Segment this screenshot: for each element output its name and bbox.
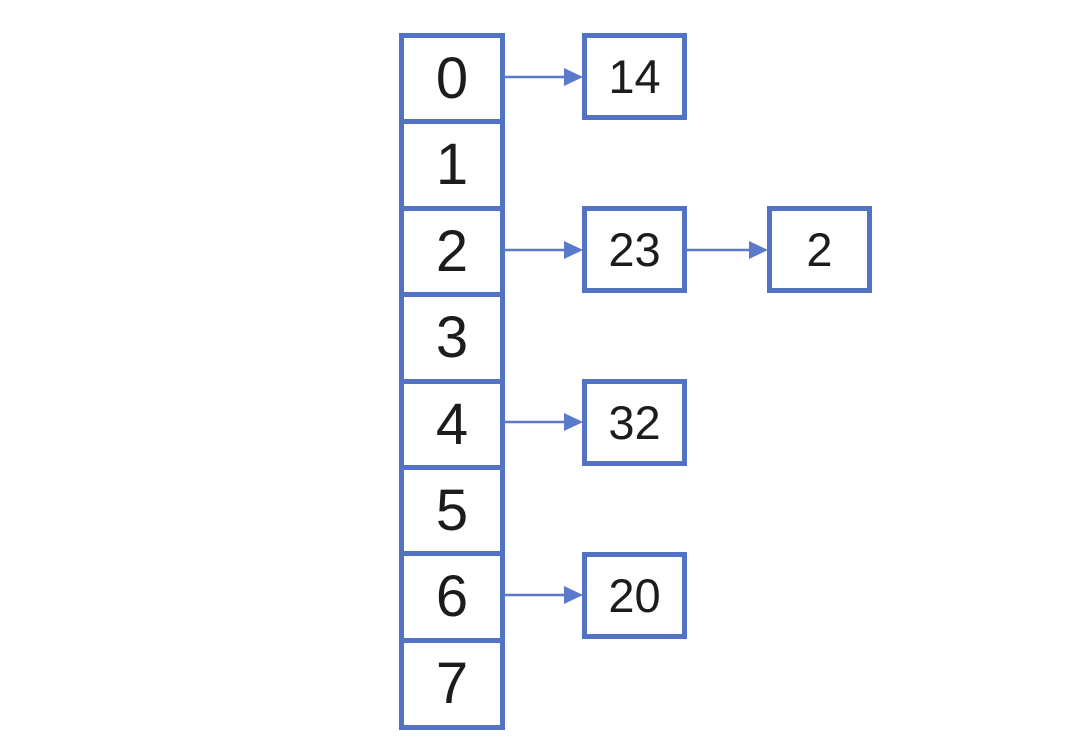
- node-value: 14: [608, 50, 661, 103]
- pointer-arrow: [504, 413, 583, 431]
- bucket-0-node-0: 14: [582, 33, 687, 120]
- array-cell-3: 3: [399, 292, 505, 384]
- array-cell-4: 4: [399, 379, 505, 471]
- array-cell-label: 1: [435, 132, 469, 197]
- bucket-4-node-0: 32: [582, 379, 687, 466]
- array-cell-5: 5: [399, 465, 505, 557]
- node-value: 2: [806, 223, 833, 276]
- array-cell-label: 7: [435, 651, 469, 716]
- node-value: 23: [608, 223, 661, 276]
- array-cell-1: 1: [399, 119, 505, 211]
- bucket-2-node-1: 2: [767, 206, 872, 293]
- node-value: 32: [608, 396, 661, 449]
- pointer-arrow: [504, 68, 583, 86]
- array-cell-label: 0: [435, 46, 469, 111]
- array-cell-label: 5: [435, 478, 469, 543]
- pointer-arrow: [504, 241, 583, 259]
- array-cell-label: 4: [435, 392, 469, 457]
- array-cell-7: 7: [399, 638, 505, 730]
- array-cell-label: 2: [435, 219, 469, 284]
- array-cell-2: 2: [399, 206, 505, 298]
- pointer-arrow: [504, 586, 583, 604]
- pointer-arrow: [686, 241, 768, 259]
- bucket-6-node-0: 20: [582, 552, 687, 639]
- node-value: 20: [608, 569, 661, 622]
- array-cell-label: 6: [435, 564, 469, 629]
- array-cell-label: 3: [435, 305, 469, 370]
- bucket-2-node-0: 23: [582, 206, 687, 293]
- array-cell-0: 0: [399, 33, 505, 125]
- array-cell-6: 6: [399, 551, 505, 643]
